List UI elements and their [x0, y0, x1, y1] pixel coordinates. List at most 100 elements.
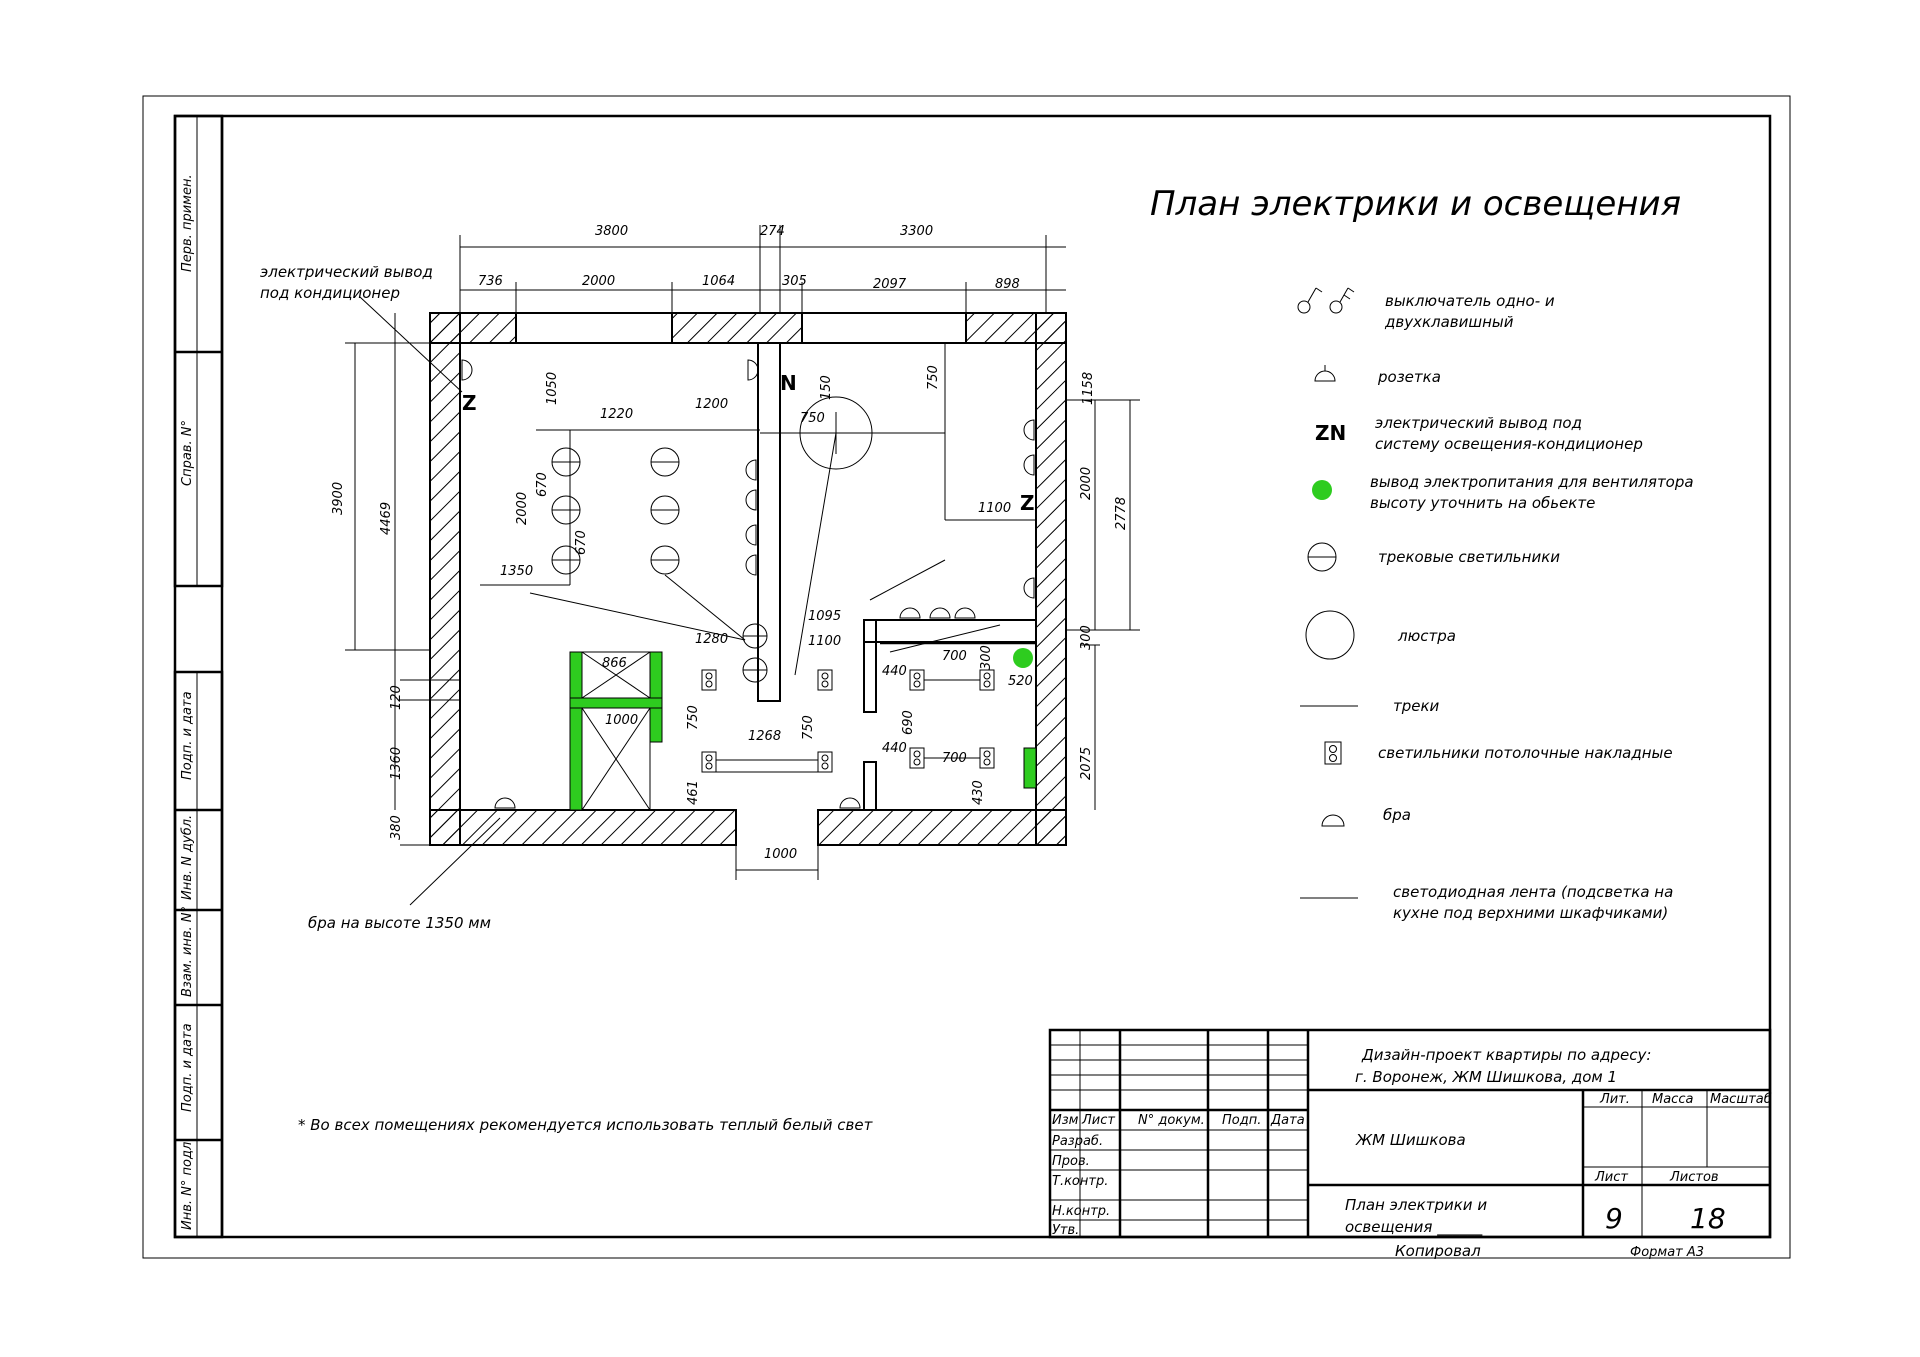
svg-text:690: 690	[901, 710, 916, 735]
switch-icon	[1297, 287, 1355, 314]
svg-text:высоту уточнить на обьекте: высоту уточнить на обьекте	[1370, 494, 1595, 512]
svg-text:Лист: Лист	[1594, 1170, 1628, 1185]
stamp-podp-data-1: Подп. и дата	[180, 691, 195, 780]
svg-text:430: 430	[971, 780, 986, 805]
socket-icon	[1314, 365, 1336, 382]
svg-text:ЖМ Шишкова: ЖМ Шишкова	[1355, 1131, 1466, 1149]
svg-text:520: 520	[1008, 674, 1033, 689]
svg-text:систему освещения-кондиционер: систему освещения-кондиционер	[1375, 435, 1643, 453]
svg-text:Т.контр.: Т.контр.	[1052, 1174, 1108, 1189]
svg-text:2097: 2097	[873, 277, 907, 292]
svg-text:Лист: Лист	[1081, 1113, 1115, 1128]
callout-ac-line1: электрический вывод	[260, 263, 433, 281]
svg-text:670: 670	[535, 472, 550, 497]
svg-text:люстра: люстра	[1397, 627, 1456, 645]
svg-text:Масштаб: Масштаб	[1710, 1092, 1772, 1107]
svg-text:Копировал: Копировал	[1395, 1242, 1481, 1260]
callouts: электрический вывод под кондиционер бра …	[260, 263, 501, 932]
stamp-vzam-inv: Взам. инв. N°	[180, 906, 195, 997]
svg-text:треки: треки	[1393, 697, 1440, 715]
stamp-podp-data-2: Подп. и дата	[180, 1023, 195, 1112]
svg-text:866: 866	[602, 656, 627, 671]
floor-plan: Z N Z	[260, 224, 1140, 932]
svg-text:440: 440	[882, 664, 907, 679]
svg-text:1000: 1000	[764, 847, 797, 862]
stamp-inv-dubl: Инв. N дубл.	[180, 815, 195, 900]
led-strip-kitchen	[569, 651, 1037, 811]
svg-text:бра: бра	[1383, 806, 1411, 824]
stamp-perv-primen: Перв. примен.	[180, 174, 195, 272]
green-strip-bath	[1023, 747, 1037, 789]
svg-text:1095: 1095	[808, 609, 841, 624]
walls	[429, 312, 1067, 846]
svg-text:N: N	[780, 371, 797, 395]
svg-text:1350: 1350	[500, 564, 533, 579]
svg-text:2000: 2000	[582, 274, 615, 289]
svg-text:150: 150	[819, 375, 834, 400]
svg-text:700: 700	[942, 751, 967, 766]
stamp-inv-podl: Инв. N° подл.	[180, 1138, 195, 1230]
legend: выключатель одно- и двухклавишный розетк…	[1297, 287, 1694, 922]
svg-text:300: 300	[1079, 625, 1094, 650]
dimension-texts: 3800 274 3300 736 2000 1064 305 2097 898…	[331, 224, 1129, 862]
footnote: * Во всех помещениях рекомендуется испол…	[298, 1116, 874, 1134]
green-strip-right	[649, 651, 663, 743]
chandelier	[799, 396, 873, 470]
svg-text:вывод электропитания для венти: вывод электропитания для вентилятора	[1370, 473, 1694, 491]
svg-text:розетка: розетка	[1377, 368, 1441, 386]
fan-power-icon	[1312, 480, 1332, 500]
ceiling-lights	[701, 669, 995, 773]
svg-text:440: 440	[882, 741, 907, 756]
svg-text:1268: 1268	[748, 729, 781, 744]
svg-text:План электрики и: План электрики и	[1345, 1196, 1487, 1214]
svg-text:г. Воронеж, ЖМ Шишкова, дом 1: г. Воронеж, ЖМ Шишкова, дом 1	[1355, 1068, 1617, 1086]
svg-text:750: 750	[800, 411, 825, 426]
svg-text:305: 305	[782, 274, 807, 289]
svg-text:Дизайн-проект квартиры по адре: Дизайн-проект квартиры по адресу:	[1361, 1046, 1651, 1064]
svg-text:Изм: Изм	[1052, 1113, 1079, 1128]
outer-border	[142, 95, 1791, 1259]
svg-text:Пров.: Пров.	[1052, 1154, 1090, 1169]
svg-text:кухне под верхними шкафчиками): кухне под верхними шкафчиками)	[1393, 904, 1668, 922]
svg-text:1050: 1050	[545, 372, 560, 405]
chandelier-icon	[1305, 610, 1355, 660]
svg-text:274: 274	[760, 224, 785, 239]
callout-ac-line2: под кондиционер	[260, 284, 400, 302]
page-title: План электрики и освещения	[1150, 184, 1681, 224]
ceiling-light-icon	[1324, 741, 1342, 765]
svg-text:3300: 3300	[900, 224, 933, 239]
track-lights	[529, 432, 945, 683]
svg-text:Лит.: Лит.	[1599, 1092, 1630, 1107]
svg-text:750: 750	[801, 715, 816, 740]
svg-text:1360: 1360	[389, 747, 404, 780]
svg-text:1000: 1000	[605, 713, 638, 728]
svg-text:Разраб.: Разраб.	[1052, 1134, 1103, 1149]
svg-text:светодиодная лента (подсветка: светодиодная лента (подсветка на	[1393, 883, 1673, 901]
dimension-lines	[345, 225, 1140, 880]
sconce-icon	[1321, 814, 1345, 827]
green-strip-top	[569, 697, 663, 709]
svg-text:2778: 2778	[1114, 497, 1129, 530]
svg-text:3800: 3800	[595, 224, 628, 239]
side-stamps: Перв. примен. Справ. N° Подп. и дата Инв…	[173, 114, 224, 1239]
stamp-sprav: Справ. N°	[180, 420, 195, 486]
svg-text:2075: 2075	[1079, 747, 1094, 780]
svg-text:Формат А3: Формат А3	[1630, 1245, 1704, 1260]
sheets-total: 18	[1690, 1202, 1726, 1235]
svg-text:выключатель одно- и: выключатель одно- и	[1385, 292, 1555, 310]
svg-text:300: 300	[979, 645, 994, 670]
svg-text:1064: 1064	[702, 274, 735, 289]
track-light-icon	[1307, 542, 1337, 572]
svg-text:двухклавишный: двухклавишный	[1384, 313, 1514, 331]
green-strip-left	[569, 651, 583, 811]
svg-text:120: 120	[389, 685, 404, 710]
svg-text:736: 736	[478, 274, 503, 289]
title-block: Изм Лист N° докум. Подп. Дата Разраб. Пр…	[1048, 1028, 1772, 1260]
svg-text:3900: 3900	[331, 482, 346, 515]
svg-text:светильники потолочные накладн: светильники потолочные накладные	[1378, 744, 1673, 762]
svg-text:Подп.: Подп.	[1222, 1113, 1261, 1128]
svg-text:700: 700	[942, 649, 967, 664]
svg-text:Листов: Листов	[1669, 1170, 1719, 1185]
svg-text:Утв.: Утв.	[1052, 1223, 1079, 1238]
svg-text:Z: Z	[1020, 491, 1035, 515]
